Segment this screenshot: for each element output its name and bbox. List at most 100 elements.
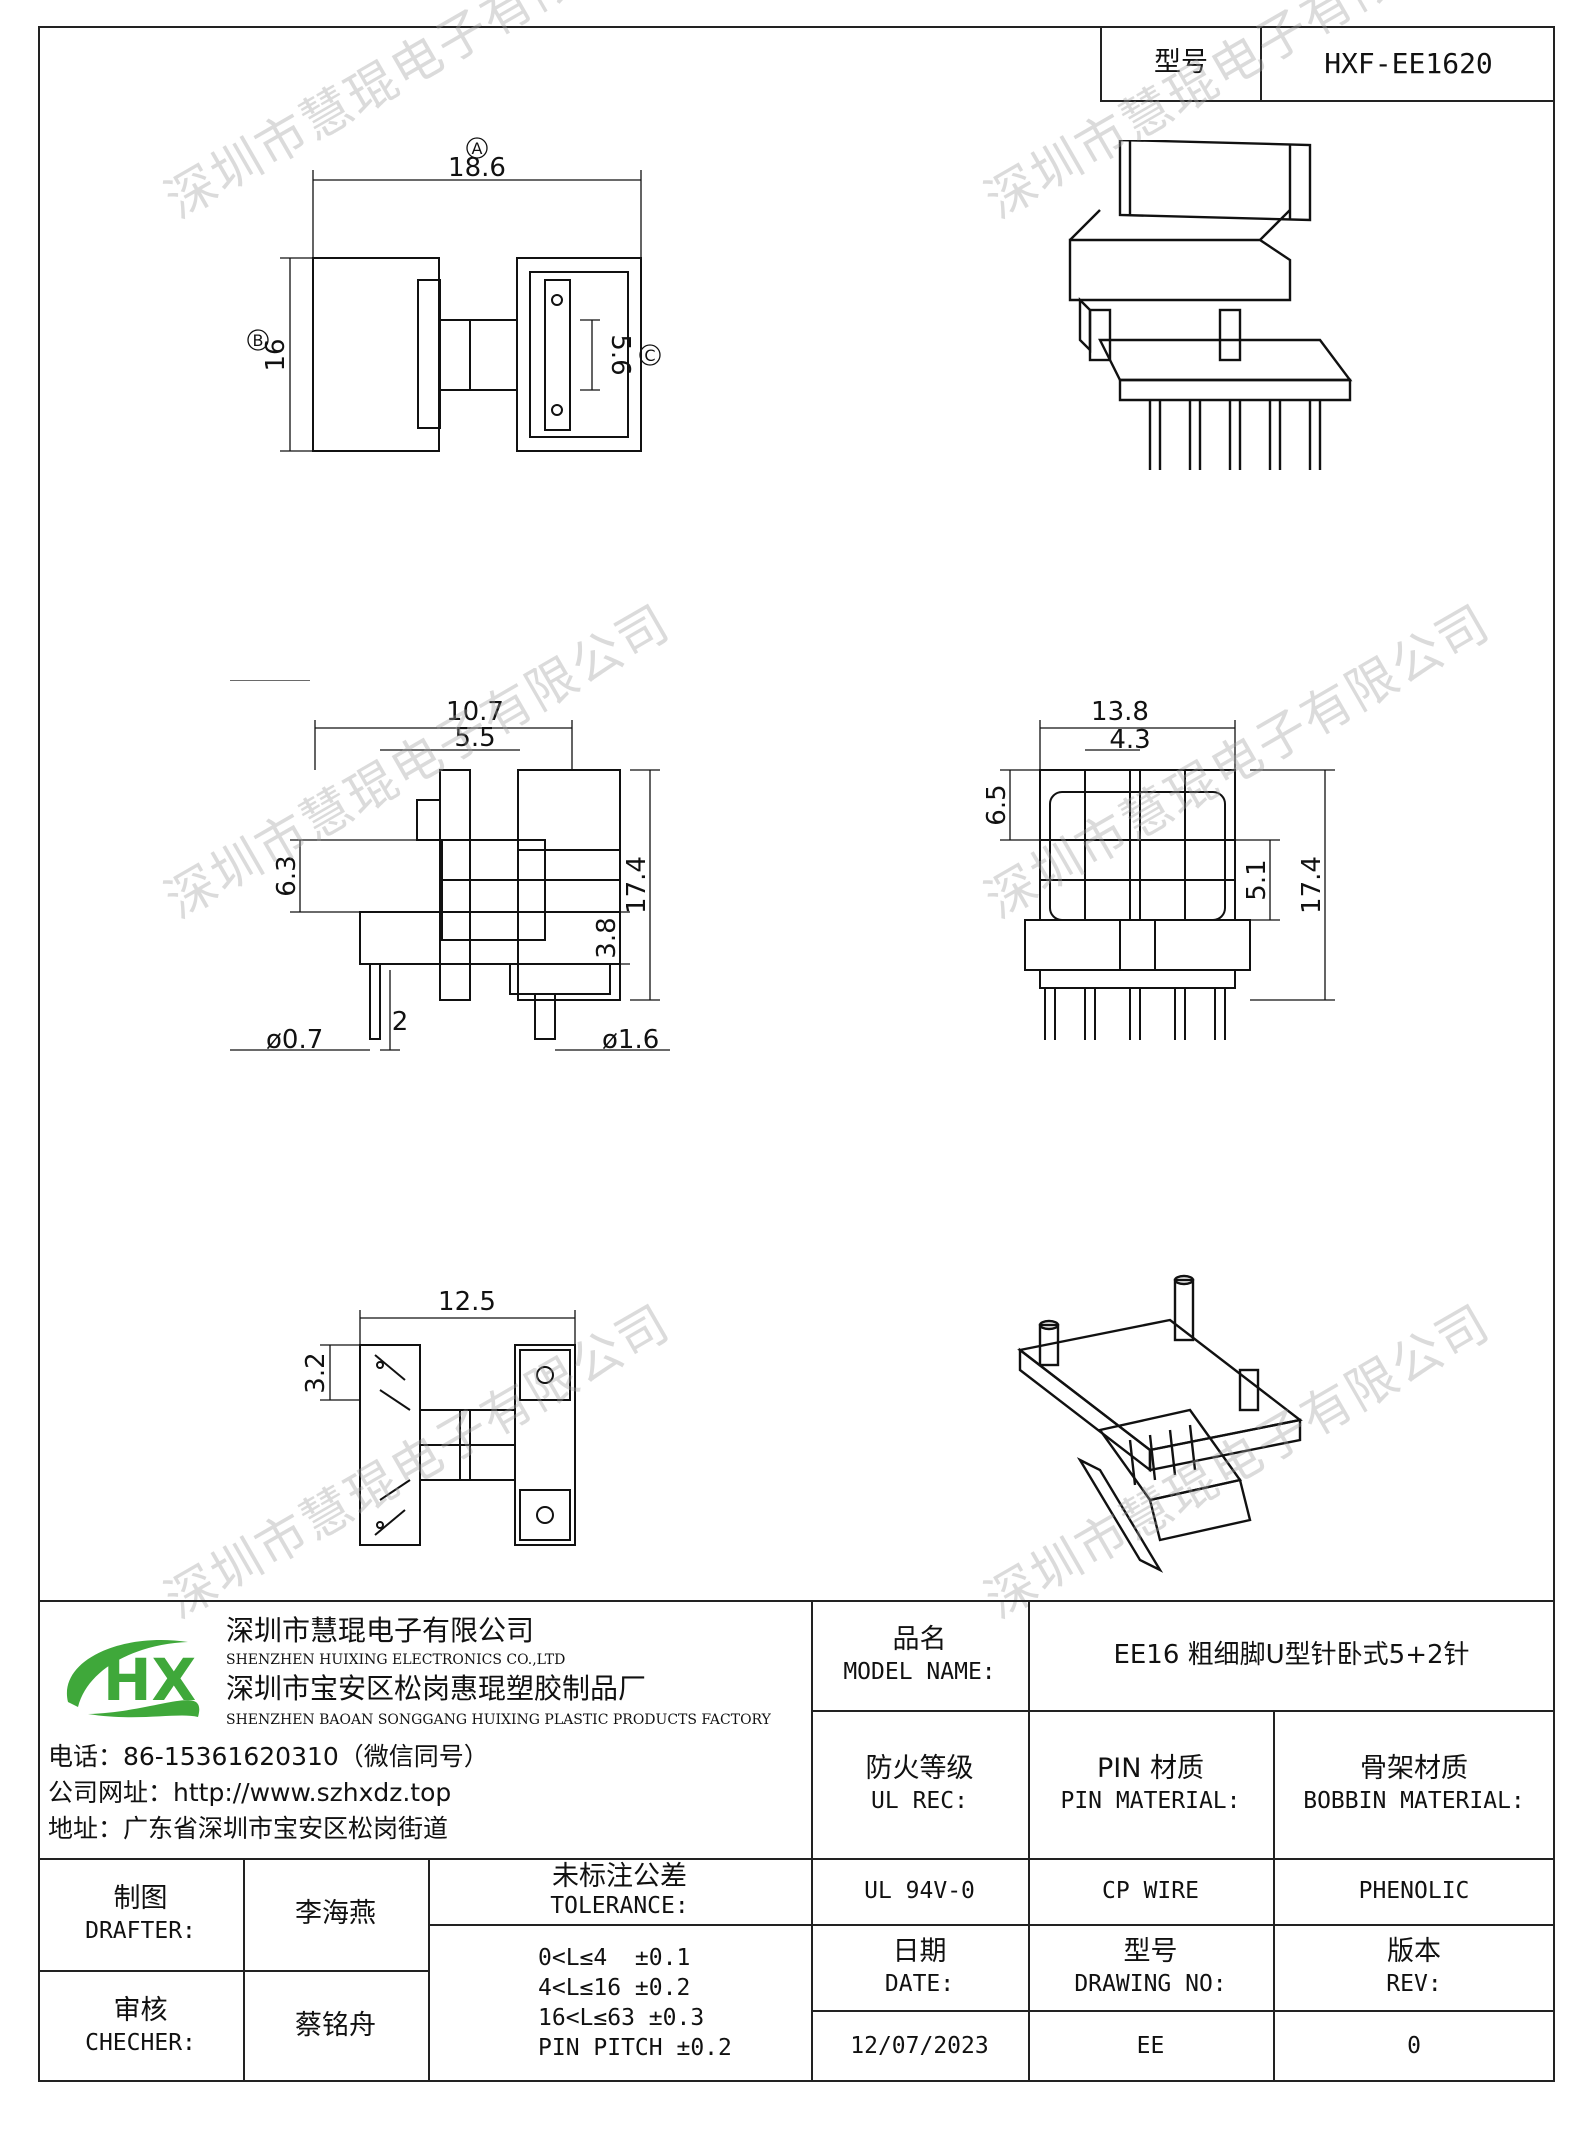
top-label-b: B [253,331,264,350]
front-pin-thin [369,963,381,1040]
date-cn: 日期 [892,1936,947,1967]
model-name-value: EE16 粗细脚U型针卧式5+2针 [1113,1640,1470,1670]
rev-en: REV: [1386,1971,1442,1997]
front-dim-10-7: 10.7 [446,697,504,727]
side-dim-6-5: 6.5 [982,784,1012,825]
pin-material-header: PIN 材质 PIN MATERIAL: [1028,1710,1273,1858]
bottom-pin-hole-1 [536,1366,554,1384]
drawing-no-value: EE [1136,2033,1165,2059]
front-dim-5-5: 5.5 [454,723,495,753]
bottom-view-drawing: 12.5 3.2 [301,1287,576,1546]
ul-rec-value: UL 94V-0 [864,1878,975,1904]
company-website[interactable]: 公司网址：http://www.szhxdz.top [48,1778,452,1807]
drafter-value: 李海燕 [295,1898,376,1929]
front-left-pin-lug [416,799,441,841]
rev-cn: 版本 [1387,1936,1441,1967]
bobbin-material-value: PHENOLIC [1358,1878,1470,1904]
side-dim-13-8: 13.8 [1091,697,1149,727]
tolerance-row-3: 16<L≤63 ±0.3 [538,2005,705,2031]
bottom-dim-3-2: 3.2 [301,1352,331,1393]
front-base [359,911,621,965]
title-block: HX 深圳市慧琨电子有限公司 SHENZHEN HUIXING ELECTRON… [38,1600,1555,2082]
ul-rec-header: 防火等级 UL REC: [811,1710,1028,1858]
top-dim-core: 5.6 [605,334,635,375]
factory-name-en: SHENZHEN BAOAN SONGGANG HUIXING PLASTIC … [226,1712,771,1728]
drafter-header: 制图 DRAFTER: [38,1858,243,1970]
company-name-en: SHENZHEN HUIXING ELECTRONICS CO.,LTD [226,1652,566,1668]
front-dim-pin-thick: ø1.6 [602,1025,659,1055]
top-right-inner [529,271,629,438]
drafter-cn: 制图 [113,1883,168,1914]
pin-material-en: PIN MATERIAL: [1060,1788,1241,1814]
iso-view-lower [1017,1274,1303,1573]
drafter-en: DRAFTER: [85,1918,196,1944]
header-model-box: 型号 HXF-EE1620 [1100,26,1555,102]
tolerance-en: TOLERANCE: [550,1893,689,1919]
front-left-flange [439,769,471,1001]
model-name-cn: 品名 [892,1624,947,1655]
iso-view-upper [1068,140,1353,470]
header-model-value: HXF-EE1620 [1324,46,1493,80]
drawing-no-en: DRAWING NO: [1074,1971,1227,1997]
pin-material-cn: PIN 材质 [1096,1753,1205,1784]
checker-value: 蔡铭舟 [295,2010,376,2041]
drawing-no-cn: 型号 [1123,1936,1178,1967]
bottom-right-flange [514,1344,576,1546]
date-header: 日期 DATE: [811,1924,1028,2010]
bobbin-material-en: BOBBIN MATERIAL: [1303,1788,1525,1814]
top-pin-hole-1 [551,294,563,306]
factory-name-cn: 深圳市宝安区松岗惠琨塑胶制品厂 [226,1672,647,1705]
top-right-slot [544,279,571,431]
tolerance-row-4: PIN PITCH ±0.2 [538,2035,732,2061]
side-view-drawing: 13.8 4.3 6.5 5.1 17.4 [982,697,1335,1040]
top-label-a: A [472,139,483,158]
ul-rec-cn: 防火等级 [865,1753,974,1784]
front-dim-3-8: 3.8 [592,917,622,958]
model-name-header: 品名 MODEL NAME: [811,1600,1028,1710]
checker-en: CHECHER: [85,2030,196,2056]
front-dim-17-4: 17.4 [622,856,652,914]
logo-letters: HX [103,1646,196,1714]
ul-rec-en: UL REC: [871,1788,968,1814]
side-base-lower [1039,969,1236,989]
checker-header: 审核 CHECHER: [38,1970,243,2082]
top-left-tab [417,279,441,429]
front-right-flange [517,769,621,1001]
bobbin-material-header: 骨架材质 BOBBIN MATERIAL: [1273,1710,1555,1858]
side-dim-4-3: 4.3 [1109,725,1150,755]
tolerance-header: 未标注公差 TOLERANCE: [428,1858,811,1924]
company-address: 地址：广东省深圳市宝安区松岗街道 [48,1814,449,1843]
tolerance-cn: 未标注公差 [552,1861,687,1892]
header-model-label: 型号 [1102,26,1262,100]
front-view-drawing: 10.7 5.5 6.3 3.8 17.4 2 ø0.7 ø1.6 [230,680,670,1055]
pin-material-value: CP WIRE [1102,1878,1199,1904]
date-value: 12/07/2023 [850,2033,989,2059]
drawing-frame [38,26,1555,2082]
tolerance-list: 0<L≤4 ±0.1 4<L≤16 ±0.2 16<L≤63 ±0.3 PIN … [428,1924,811,2082]
top-left-flange [312,257,440,452]
top-view-drawing: 18.6 A 16 B 5.6 C [247,137,661,452]
front-pin-thick [534,993,556,1040]
rev-value: 0 [1407,2033,1421,2059]
side-dim-17-4: 17.4 [1297,856,1327,914]
top-pin-hole-2 [551,404,563,416]
front-dim-2: 2 [392,1007,409,1037]
checker-cn: 审核 [113,1995,168,2026]
company-name-cn: 深圳市慧琨电子有限公司 [226,1614,535,1647]
side-base [1024,919,1251,971]
top-dim-height: 16 [261,338,291,371]
bobbin-material-cn: 骨架材质 [1360,1753,1468,1784]
bottom-pin-hole-2 [536,1506,554,1524]
company-logo: HX [66,1640,200,1718]
rev-header: 版本 REV: [1273,1924,1555,2010]
bottom-left-flange [359,1344,421,1546]
company-phone: 电话：86-15361620310（微信同号） [48,1742,489,1771]
bottom-dim-12-5: 12.5 [438,1287,496,1317]
tolerance-row-2: 4<L≤16 ±0.2 [538,1975,691,2001]
front-base-lower [509,963,611,995]
top-label-c: C [644,346,655,365]
tolerance-row-1: 0<L≤4 ±0.1 [538,1945,691,1971]
side-top-inner [1049,791,1226,921]
front-core-block [441,839,546,941]
side-dim-5-1: 5.1 [1242,859,1272,900]
